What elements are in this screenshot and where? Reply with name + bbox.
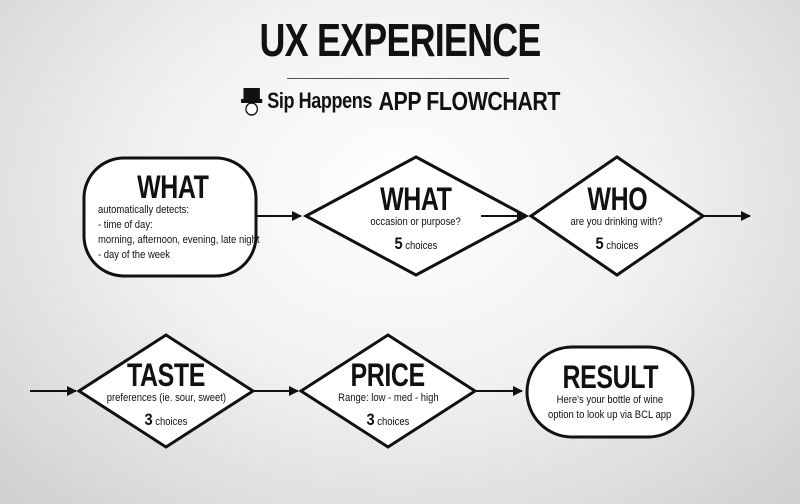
node-price-shape	[298, 333, 478, 449]
node-text: Range: low - med - high	[337, 391, 439, 404]
page-title: UX EXPERIENCE	[259, 14, 542, 66]
choices-count: 5 choices	[595, 233, 639, 253]
choices-count: 3 choices	[366, 409, 410, 429]
node-taste: TASTE preferences (ie. sour, sweet) 3 ch…	[96, 352, 236, 436]
choices-count: 5 choices	[394, 233, 438, 253]
node-heading: WHAT	[137, 169, 209, 205]
node-text: are you drinking with?	[570, 215, 664, 228]
node-heading: WHO	[587, 180, 647, 217]
hat-logo-icon	[240, 88, 262, 116]
node-heading: RESULT	[562, 359, 658, 395]
node-line: automatically detects:	[98, 204, 189, 216]
brand-name: Sip Happens	[266, 88, 372, 113]
node-what-auto: WHAT automatically detects: - time of da…	[98, 164, 259, 270]
node-heading: PRICE	[350, 356, 426, 393]
node-heading: WHAT	[380, 180, 452, 217]
title-divider	[287, 78, 509, 79]
node-line: - time of day:	[98, 219, 153, 231]
node-who-shape	[528, 155, 706, 277]
subtitle-row: Sip Happens APP FLOWCHART	[0, 84, 800, 118]
node-text: occasion or purpose?	[370, 215, 462, 228]
node-line: Here's your bottle of wine	[556, 394, 664, 406]
node-result-shape	[525, 345, 695, 439]
node-line: morning, afternoon, evening, late night	[98, 234, 260, 246]
node-line: option to look up via BCL app	[548, 409, 672, 421]
node-heading: TASTE	[126, 356, 205, 393]
node-what-auto-shape	[82, 156, 258, 278]
node-line: - day of the week	[98, 249, 171, 261]
node-what-occasion: WHAT occasion or purpose? 5 choices	[346, 176, 486, 260]
subtitle: APP FLOWCHART	[378, 85, 560, 116]
node-text: preferences (ie. sour, sweet)	[106, 391, 226, 404]
node-result: RESULT Here's your bottle of wine option…	[540, 352, 680, 432]
node-price: PRICE Range: low - med - high 3 choices	[318, 352, 458, 436]
node-who: WHO are you drinking with? 5 choices	[557, 176, 677, 260]
choices-count: 3 choices	[144, 409, 188, 429]
node-taste-shape	[76, 333, 256, 449]
